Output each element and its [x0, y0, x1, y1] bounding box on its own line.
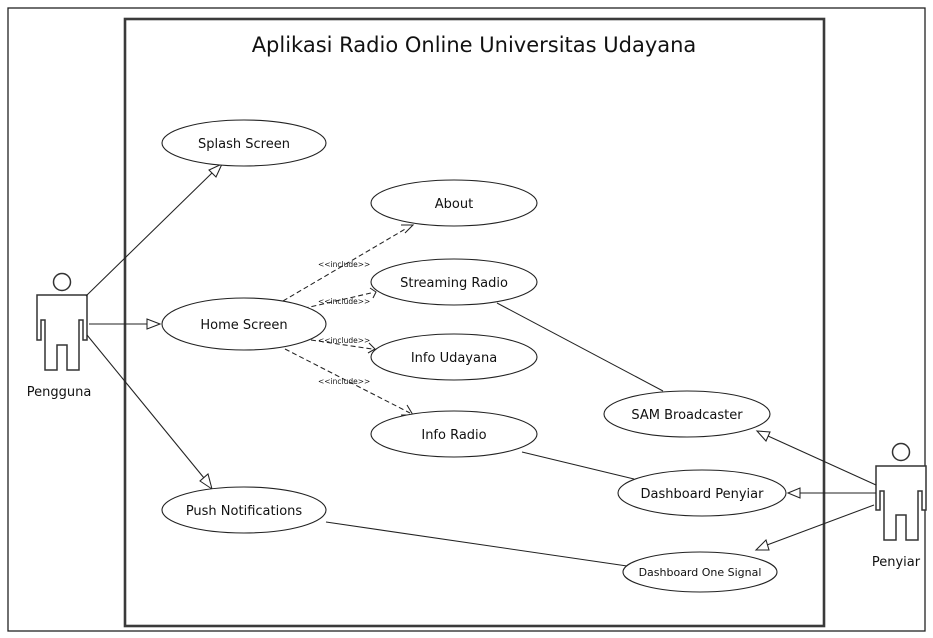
include-info-udayana-arrowhead — [367, 342, 376, 354]
use-case-streaming-radio: Streaming Radio — [370, 258, 538, 306]
assoc-inforadio-dashboard-penyiar — [521, 451, 635, 480]
actor-pengguna-head — [52, 272, 72, 292]
use-case-info-radio-label: Info Radio — [421, 428, 486, 443]
actor-penyiar-body — [875, 465, 927, 541]
use-case-about-label: About — [435, 197, 473, 212]
assoc-streaming-sam — [496, 302, 664, 392]
use-case-dashboard-one-signal: Dashboard One Signal — [622, 551, 778, 593]
arrowhead-push — [199, 473, 213, 491]
system-title: Aplikasi Radio Online Universitas Udayan… — [252, 33, 697, 57]
use-case-info-radio-shape — [370, 410, 538, 458]
use-case-push-notifications: Push Notifications — [161, 486, 327, 534]
arrowhead-dashboard-one-signal — [754, 539, 770, 551]
include-label-info-udayana: <<include>> — [318, 336, 370, 345]
use-case-about: About — [370, 179, 538, 227]
include-about-arrowhead — [401, 224, 415, 234]
assoc-push-dashboard-one-signal — [325, 521, 628, 567]
assoc-pengguna-splash — [85, 171, 214, 297]
use-case-home-screen-label: Home Screen — [200, 318, 287, 333]
use-case-about-shape — [370, 179, 538, 227]
use-case-info-radio: Info Radio — [370, 410, 538, 458]
actor-pengguna-body — [36, 294, 88, 371]
actor-pengguna — [36, 272, 88, 371]
use-case-splash-screen: Splash Screen — [161, 119, 327, 167]
include-label-info-radio: <<include>> — [318, 377, 370, 386]
use-case-dashboard-penyiar-label: Dashboard Penyiar — [641, 487, 765, 502]
use-case-sam-broadcaster-label: SAM Broadcaster — [631, 408, 743, 423]
use-case-info-udayana: Info Udayana — [370, 333, 538, 381]
use-case-push-notifications-label: Push Notifications — [186, 504, 303, 519]
use-case-splash-screen-shape — [161, 119, 327, 167]
actor-penyiar — [875, 442, 927, 541]
actor-penyiar-label: Penyiar — [872, 555, 921, 570]
include-streaming-arrowhead — [369, 287, 377, 299]
use-case-sam-broadcaster-shape — [603, 390, 771, 438]
use-case-streaming-radio-shape — [370, 258, 538, 306]
use-case-push-notifications-shape — [161, 486, 327, 534]
assoc-pengguna-push — [86, 334, 205, 479]
arrowhead-home — [146, 318, 162, 330]
use-case-home-screen: Home Screen — [161, 297, 327, 351]
system-boundary — [123, 17, 826, 628]
use-case-sam-broadcaster: SAM Broadcaster — [603, 390, 771, 438]
use-case-dashboard-one-signal-shape — [622, 551, 778, 593]
include-streaming — [287, 292, 372, 313]
use-case-home-screen-shape — [161, 297, 327, 351]
use-case-dashboard-penyiar: Dashboard Penyiar — [617, 469, 787, 517]
arrowhead-sam — [755, 430, 771, 442]
actor-pengguna-label: Pengguna — [27, 385, 92, 400]
include-info-udayana — [310, 339, 373, 350]
arrowhead-splash — [208, 162, 224, 178]
use-case-splash-screen-label: Splash Screen — [198, 137, 290, 152]
include-label-streaming: <<include>> — [318, 297, 370, 306]
actor-penyiar-head — [891, 442, 911, 462]
use-case-info-udayana-label: Info Udayana — [411, 351, 497, 366]
arrowhead-dashboard-penyiar — [786, 487, 801, 499]
use-case-dashboard-one-signal-label: Dashboard One Signal — [639, 566, 762, 579]
assoc-penyiar-sam — [767, 435, 877, 486]
use-case-streaming-radio-label: Streaming Radio — [400, 276, 508, 291]
include-label-about: <<include>> — [318, 260, 370, 269]
assoc-penyiar-dashboard-one-signal — [766, 504, 875, 546]
use-case-dashboard-penyiar-shape — [617, 469, 787, 517]
use-case-info-udayana-shape — [370, 333, 538, 381]
diagram-frame — [7, 7, 926, 632]
